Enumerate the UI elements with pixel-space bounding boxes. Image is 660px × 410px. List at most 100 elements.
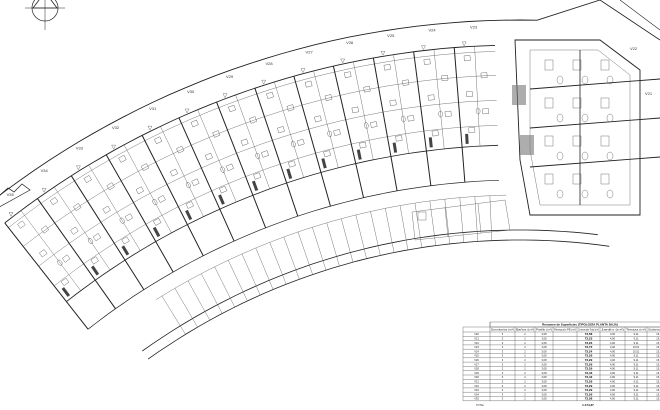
parking-area [155, 194, 507, 335]
furniture-icon [92, 233, 102, 242]
interior-wall [197, 109, 237, 203]
table-cell: 3,08 [541, 388, 547, 392]
furniture-icon [176, 145, 185, 154]
table-cell: 2 [524, 388, 526, 392]
party-wall [141, 135, 204, 257]
parking-bay-line [297, 231, 313, 275]
furniture-icon [70, 226, 79, 235]
party-wall [178, 117, 235, 242]
furniture-icon [572, 97, 582, 109]
furniture-icon [185, 201, 194, 209]
table-cell: 4,90 [610, 358, 616, 362]
table-cell: 9,11 [634, 358, 639, 362]
furniture-icon [466, 91, 473, 97]
pool-area [411, 199, 511, 241]
furniture-icon [266, 91, 274, 99]
table-cell: 73,58 [585, 332, 593, 336]
interior-wall [433, 49, 445, 149]
table-cell: 4,90 [610, 375, 616, 379]
table-cell: V29 [474, 371, 479, 375]
parking-bay-line [161, 295, 186, 335]
table-cell: 2 [524, 337, 526, 341]
table-cell: 73,73 [585, 345, 593, 349]
dining-table-icon [581, 151, 589, 161]
stair-icon [152, 226, 161, 238]
dining-table-icon [438, 110, 443, 118]
table-cell: 15,21 [656, 397, 660, 401]
furniture-icon [389, 99, 397, 106]
furniture-icon [427, 94, 435, 101]
unit-v30: V30 [178, 89, 246, 242]
table-cell: 4,90 [610, 397, 616, 401]
table-cell: 4,90 [610, 354, 616, 358]
table-cell: 2 [524, 384, 526, 388]
furniture-icon [277, 126, 285, 134]
table-cell: 3 [502, 375, 504, 379]
stair-icon [392, 142, 398, 153]
parking-bay-line [341, 218, 354, 263]
unit-label: V26 [346, 40, 354, 45]
party-wall [529, 78, 660, 90]
outer-boundary-line [0, 0, 601, 196]
entrance-marker-icon [41, 188, 47, 193]
furniture-icon [407, 115, 415, 122]
table-cell: 4,90 [610, 349, 616, 353]
table-cell: 3 [502, 362, 504, 366]
parking-bay-line [326, 222, 340, 267]
table-cell: V25 [474, 354, 479, 358]
stair-icon [520, 135, 534, 155]
dining-table-icon [556, 189, 564, 199]
table-title: Resumen de Superficies (TIPOLOGÍA PLANTA… [542, 322, 618, 327]
table-cell: 2 [524, 367, 526, 371]
table-cell: 3 [502, 337, 504, 341]
table-cell: 3,08 [541, 354, 547, 358]
table-cell: 4,90 [610, 371, 616, 375]
table-cell: 4,90 [610, 367, 616, 371]
unit-label: V25 [387, 33, 395, 38]
table-cell: 15,21 [656, 354, 660, 358]
unit-label: V31 [149, 106, 157, 111]
parking-bay-line [459, 197, 464, 243]
unit-label: V34 [41, 168, 49, 173]
table-header: Construida Total (m²) [578, 327, 599, 331]
table-cell: 2 [524, 392, 526, 396]
table-cell: 73,29 [585, 388, 593, 392]
interior-wall [235, 94, 270, 190]
entrance-marker-icon [111, 144, 116, 150]
dining-table-icon [57, 259, 63, 266]
table-cell: 3 [502, 341, 504, 345]
table-header: Pasillo (m²) [536, 327, 552, 331]
table-cell: V20 [474, 332, 479, 336]
table-cell: 15,21 [656, 375, 660, 379]
table-cell: 3,08 [541, 362, 547, 366]
furniture-icon [261, 150, 269, 158]
furniture-icon [544, 97, 554, 109]
table-cell: 3 [502, 388, 504, 392]
table-cell: 3 [502, 367, 504, 371]
dining-table-icon [152, 199, 158, 206]
interior-wall [393, 54, 409, 154]
furniture-icon [351, 106, 359, 114]
furniture-icon [90, 256, 99, 265]
unit-v35: V35 [4, 192, 89, 330]
table-cell: 4,90 [610, 388, 616, 392]
dining-table-icon [556, 151, 564, 161]
furniture-icon [106, 182, 115, 191]
table-cell: 3,08 [541, 332, 547, 336]
dining-table-icon [606, 113, 614, 123]
dining-table-icon [606, 75, 614, 85]
furniture-icon [402, 79, 410, 86]
table-cell: 10,51 [633, 345, 640, 349]
table-cell: 2 [524, 375, 526, 379]
table-cell: 2 [524, 358, 526, 362]
furniture-icon [219, 185, 228, 194]
table-cell: 2 [524, 362, 526, 366]
party-wall [216, 101, 267, 229]
furniture-icon [544, 135, 554, 147]
table-cell: V27 [474, 362, 479, 366]
table-cell: 15,21 [656, 380, 660, 384]
furniture-icon [600, 135, 610, 147]
